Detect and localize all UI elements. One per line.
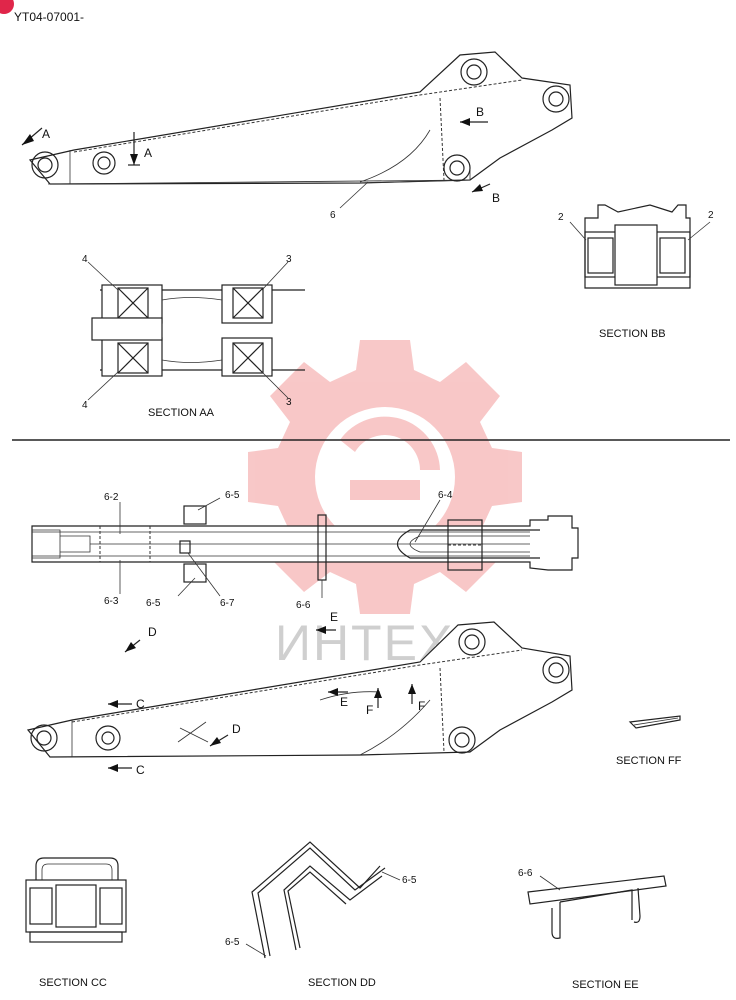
aa-callout-4-top: 4 (82, 254, 88, 265)
label-a-1: A (42, 127, 50, 141)
callout-6-6: 6-6 (296, 600, 311, 611)
aa-callout-3-top: 3 (286, 254, 292, 265)
corner-marker-icon (0, 0, 14, 14)
aa-callout-4-bottom: 4 (82, 400, 88, 411)
callout-6-3: 6-3 (104, 596, 119, 607)
section-dd-title: SECTION DD (308, 977, 376, 989)
callout-6: 6 (330, 210, 336, 221)
document-id: YT04-07001- (14, 10, 84, 24)
dd-callout-6-5-right: 6-5 (402, 875, 417, 886)
callout-6-2: 6-2 (104, 492, 119, 503)
callout-6-7: 6-7 (220, 598, 235, 609)
label-e-2: E (340, 695, 348, 709)
section-bb-title: SECTION BB (599, 328, 666, 340)
section-ee-drawing: 6-6 SECTION EE (518, 868, 667, 991)
dd-callout-6-5-left: 6-5 (225, 937, 240, 948)
label-b-2: B (492, 191, 500, 205)
label-b-1: B (476, 105, 484, 119)
bb-callout-2-left: 2 (558, 212, 564, 223)
section-ff-drawing: SECTION FF (616, 715, 682, 767)
callout-6-4: 6-4 (438, 490, 453, 501)
section-dd-drawing: 6-5 6-5 SECTION DD (225, 841, 417, 989)
label-e-1: E (330, 610, 338, 624)
upper-boom-side-view: A A B B 6 (21, 51, 573, 221)
label-f-2: F (418, 699, 425, 713)
callout-6-5-top: 6-5 (225, 490, 240, 501)
section-cc-title: SECTION CC (39, 977, 107, 989)
label-d-2: D (232, 722, 241, 736)
aa-callout-3-bottom: 3 (286, 397, 292, 408)
section-bb-drawing: 2 2 SECTION BB (558, 204, 714, 340)
section-aa-title: SECTION AA (148, 407, 215, 419)
section-ff-title: SECTION FF (616, 755, 682, 767)
label-c-2: C (136, 763, 145, 777)
ee-callout-6-6: 6-6 (518, 868, 533, 879)
section-aa-drawing: 4 3 4 3 SECTION AA (82, 254, 305, 419)
callout-6-5-bottom: 6-5 (146, 598, 161, 609)
watermark-gear-logo (248, 340, 522, 614)
bb-callout-2-right: 2 (708, 210, 714, 221)
label-c-1: C (136, 697, 145, 711)
top-plan-view: 6-2 6-5 6-4 6-3 6-5 6-7 6-6 (31, 490, 579, 611)
label-d-1: D (148, 625, 157, 639)
section-cc-drawing: SECTION CC (25, 857, 127, 989)
lower-boom-side-view: D E E C C F F D (26, 610, 573, 777)
label-a-2: A (144, 146, 152, 160)
label-f-1: F (366, 703, 373, 717)
section-ee-title: SECTION EE (572, 979, 639, 991)
